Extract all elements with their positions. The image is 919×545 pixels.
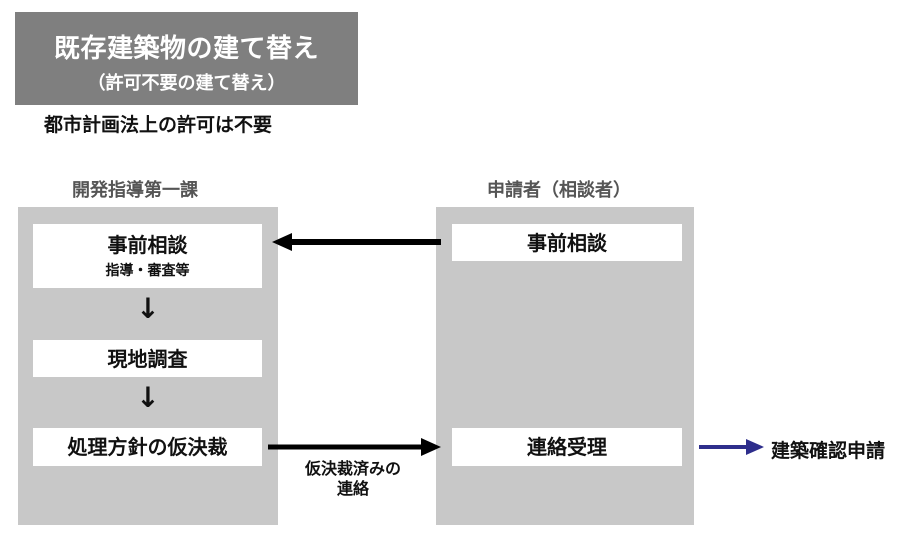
applicant-consultation-box: 事前相談: [452, 224, 682, 261]
arrow-office-to-applicant: [268, 438, 441, 456]
caption-line-1: 仮決裁済みの: [304, 459, 401, 478]
step-site-survey-box: 現地調査: [33, 340, 262, 377]
building-confirmation-label: 建築確認申請: [771, 440, 886, 462]
notice-received-box: 連絡受理: [452, 428, 682, 466]
step-consultation-sublabel: 指導・審査等: [105, 262, 190, 279]
caption-line-2: 連絡: [336, 479, 369, 498]
diagram-title: 既存建築物の建て替え: [53, 34, 319, 64]
down-arrow-1: ↓: [136, 292, 160, 325]
notice-received-label: 連絡受理: [527, 435, 607, 459]
permit-note: 都市計画法上の許可は不要: [44, 114, 273, 136]
arrow-applicant-to-office: [272, 233, 441, 251]
step-consultation-box: 事前相談 指導・審査等: [33, 224, 262, 288]
applicant-consultation-label: 事前相談: [527, 230, 607, 255]
step-site-survey-label: 現地調査: [107, 346, 188, 371]
step-consultation-label: 事前相談: [107, 232, 188, 257]
left-column-heading: 開発指導第一課: [72, 180, 198, 201]
arrow-to-building-confirmation: [699, 439, 764, 455]
title-box: 既存建築物の建て替え （許可不要の建て替え）: [15, 12, 358, 105]
diagram-subtitle: （許可不要の建て替え）: [87, 73, 286, 94]
step-provisional-decision-label: 処理方針の仮決裁: [67, 435, 228, 459]
down-arrow-2: ↓: [136, 381, 160, 414]
provisional-notice-caption: 仮決裁済みの 連絡: [278, 459, 428, 499]
right-column-heading: 申請者（相談者）: [487, 180, 631, 201]
step-provisional-decision-box: 処理方針の仮決裁: [33, 428, 262, 466]
